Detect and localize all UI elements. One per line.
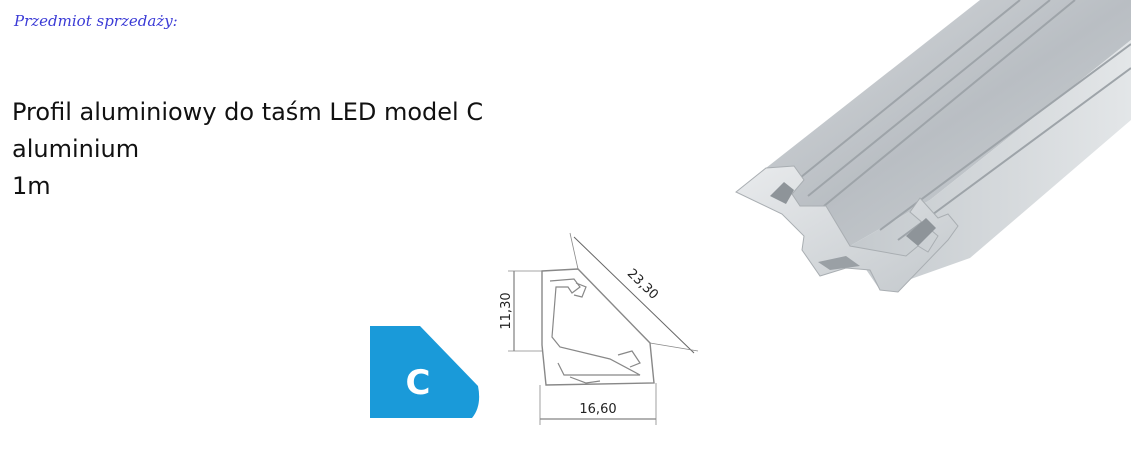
- profile-cavity-right: [906, 218, 936, 246]
- profile-front-face: [735, 165, 959, 293]
- diagonal-dim-ext-top: [569, 232, 579, 270]
- product-description: Profil aluminiowy do taśm LED model C al…: [12, 94, 483, 205]
- product-length: 1m: [12, 172, 51, 200]
- product-material: aluminium: [12, 135, 140, 163]
- profile-cavity-bottom: [818, 256, 860, 270]
- profile-right-clip: [617, 350, 641, 368]
- badge-letter: C: [406, 363, 431, 403]
- product-name: Profil aluminiowy do taśm LED model C: [12, 98, 484, 126]
- diagonal-dim-ext-bottom: [649, 342, 699, 352]
- sale-subject-label: Przedmiot sprzedaży:: [14, 12, 178, 30]
- badge-shape: [370, 326, 480, 418]
- profile-bottom-clip: [569, 376, 601, 384]
- width-dim-label: 16,60: [579, 402, 616, 417]
- profile-top-clip: [573, 282, 587, 298]
- profile-top-surface: [766, 0, 1131, 246]
- height-dim-label: 11,30: [499, 292, 514, 329]
- diagonal-dim-label: 23,30: [624, 266, 661, 303]
- aluminium-profile-3d-image: [735, 0, 1131, 293]
- diagonal-dim-line: [573, 236, 695, 354]
- profile-cavity-left: [770, 182, 794, 204]
- model-badge: C: [370, 326, 480, 418]
- profile-groove-lines: [789, 0, 1131, 241]
- profile-inner-channel: [549, 278, 641, 376]
- profile-cross-section-drawing: 11,30 23,30 16,60: [499, 232, 699, 425]
